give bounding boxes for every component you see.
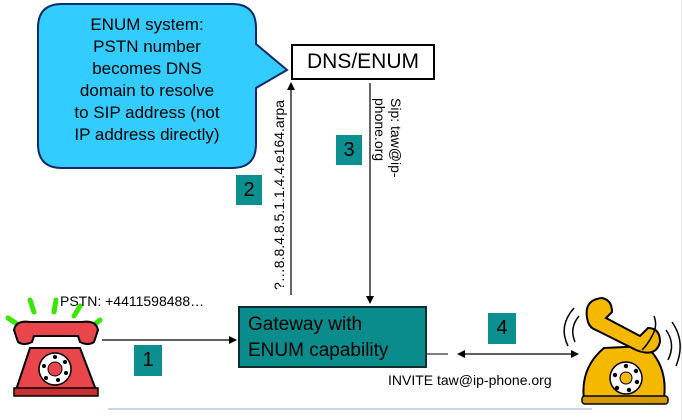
step-3-badge: 3 [336,135,362,165]
step-4-badge: 4 [488,313,516,344]
callout-line: ENUM system: [90,15,204,34]
sip-answer-line: Sip: taw@ip- [388,98,404,178]
gateway-line: Gateway with [248,314,363,335]
sip-answer-label: Sip: taw@ip- phone.org [372,98,404,178]
pstn-number-label: PSTN: +4411598488… [60,293,205,309]
dns-enum-box: DNS/ENUM [291,44,435,80]
ringing-yellow-phone-icon [563,296,681,405]
callout-line: IP address directly) [74,125,220,144]
step-1-badge: 1 [134,345,162,376]
sip-invite-label: INVITE taw@ip-phone.org [388,372,552,388]
callout-line: becomes DNS [92,59,202,78]
ringing-red-phone-icon [5,297,103,397]
callout-bubble [37,3,289,169]
callout-line: PSTN number [93,37,201,56]
sip-answer-line: phone.org [372,98,388,162]
step-2-badge: 2 [236,175,262,205]
callout-line: to SIP address (not [74,103,220,122]
gateway-line: ENUM capability [248,340,389,361]
callout-line: domain to resolve [79,81,215,100]
gateway-box: Gateway with ENUM capability [238,306,427,368]
enum-query-label: ?…8.8.4.8.5.1.1.4.4.e164.arpa [271,100,287,290]
callout-text: ENUM system: PSTN number becomes DNS dom… [44,14,250,146]
